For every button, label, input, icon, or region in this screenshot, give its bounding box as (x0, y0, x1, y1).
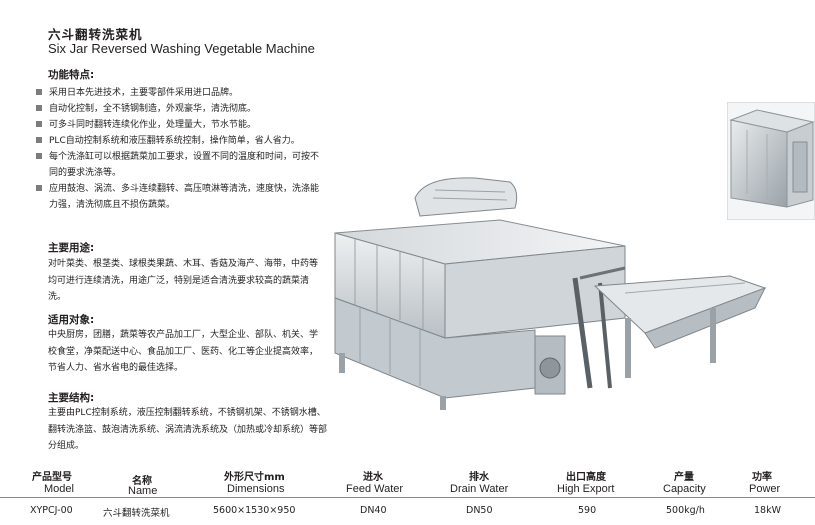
header-feed-cn: 进水 (363, 472, 383, 483)
cell-model: XYPCJ-00 (30, 505, 73, 516)
cell-capacity: 500kg/h (666, 505, 705, 516)
structure-heading: 主要结构: (48, 392, 95, 404)
cell-dimensions: 5600×1530×950 (213, 505, 296, 516)
header-dimensions-en: Dimensions (227, 483, 285, 495)
inset-detail-photo (727, 102, 815, 220)
square-bullet-icon (36, 185, 42, 191)
cell-feed-water: DN40 (360, 505, 387, 516)
header-drain-cn: 排水 (469, 472, 489, 483)
structure-text: 主要由PLC控制系统，液压控制翻转系统，不锈钢机架、不锈钢水槽、翻转洗涤篮、鼓泡… (48, 408, 328, 451)
targets-text: 中央厨房，团膳，蔬菜等农产品加工厂，大型企业、部队、机关、学校食堂，净菜配送中心… (48, 330, 319, 373)
square-bullet-icon (36, 153, 42, 159)
cell-name: 六斗翻转洗菜机 (103, 508, 170, 519)
header-export-cn: 出口高度 (566, 472, 606, 483)
features-list: 采用日本先进技术，主要零部件采用进口品牌。 自动化控制，全不锈钢制造，外观豪华，… (36, 85, 326, 213)
square-bullet-icon (36, 137, 42, 143)
uses-text: 对叶菜类、根茎类、球根类果蔬、木耳、香菇及海产、海带，中药等均可进行连续清洗，用… (48, 259, 319, 302)
header-model-cn: 产品型号 (32, 472, 72, 483)
header-name-cn: 名称 (132, 476, 152, 487)
feature-item: 可多斗同时翻转连续化作业，处理量大，节水节能。 (36, 117, 326, 133)
uses-heading: 主要用途: (48, 242, 95, 254)
header-capacity-en: Capacity (663, 483, 706, 495)
header-power-cn: 功率 (752, 472, 772, 483)
targets-heading: 适用对象: (48, 314, 95, 326)
header-dimensions-cn: 外形尺寸mm (224, 472, 285, 483)
table-divider (0, 497, 815, 498)
header-power-en: Power (749, 483, 781, 495)
feature-item: 每个洗涤缸可以根据蔬菜加工要求，设置不同的温度和时间，可按不同的要求洗涤等。 (36, 149, 326, 181)
feature-item: 采用日本先进技术，主要零部件采用进口品牌。 (36, 85, 326, 101)
header-capacity-cn: 产量 (674, 472, 694, 483)
header-model-en: Model (44, 483, 74, 495)
header-drain-en: Drain Water (450, 483, 509, 495)
header-export-en: High Export (557, 483, 615, 495)
cell-high-export: 590 (578, 505, 597, 516)
square-bullet-icon (36, 121, 42, 127)
feature-item: 应用鼓泡、涡流、多斗连续翻转、高压喷淋等清洗，速度快，洗涤能力强，清洗彻底且不损… (36, 181, 326, 213)
product-title-en: Six Jar Reversed Washing Vegetable Machi… (48, 41, 315, 56)
features-heading: 功能特点: (48, 69, 95, 81)
product-title-cn: 六斗翻转洗菜机 (48, 27, 143, 42)
feature-item: PLC自动控制系统和液压翻转系统控制，操作简单，省人省力。 (36, 133, 326, 149)
cell-drain-water: DN50 (466, 505, 493, 516)
square-bullet-icon (36, 89, 42, 95)
feature-item: 自动化控制，全不锈钢制造，外观豪华，清洗彻底。 (36, 101, 326, 117)
header-feed-en: Feed Water (346, 483, 404, 495)
cell-power: 18kW (754, 505, 781, 516)
machine-photo (334, 177, 767, 410)
square-bullet-icon (36, 105, 42, 111)
header-name-en: Name (128, 485, 158, 497)
